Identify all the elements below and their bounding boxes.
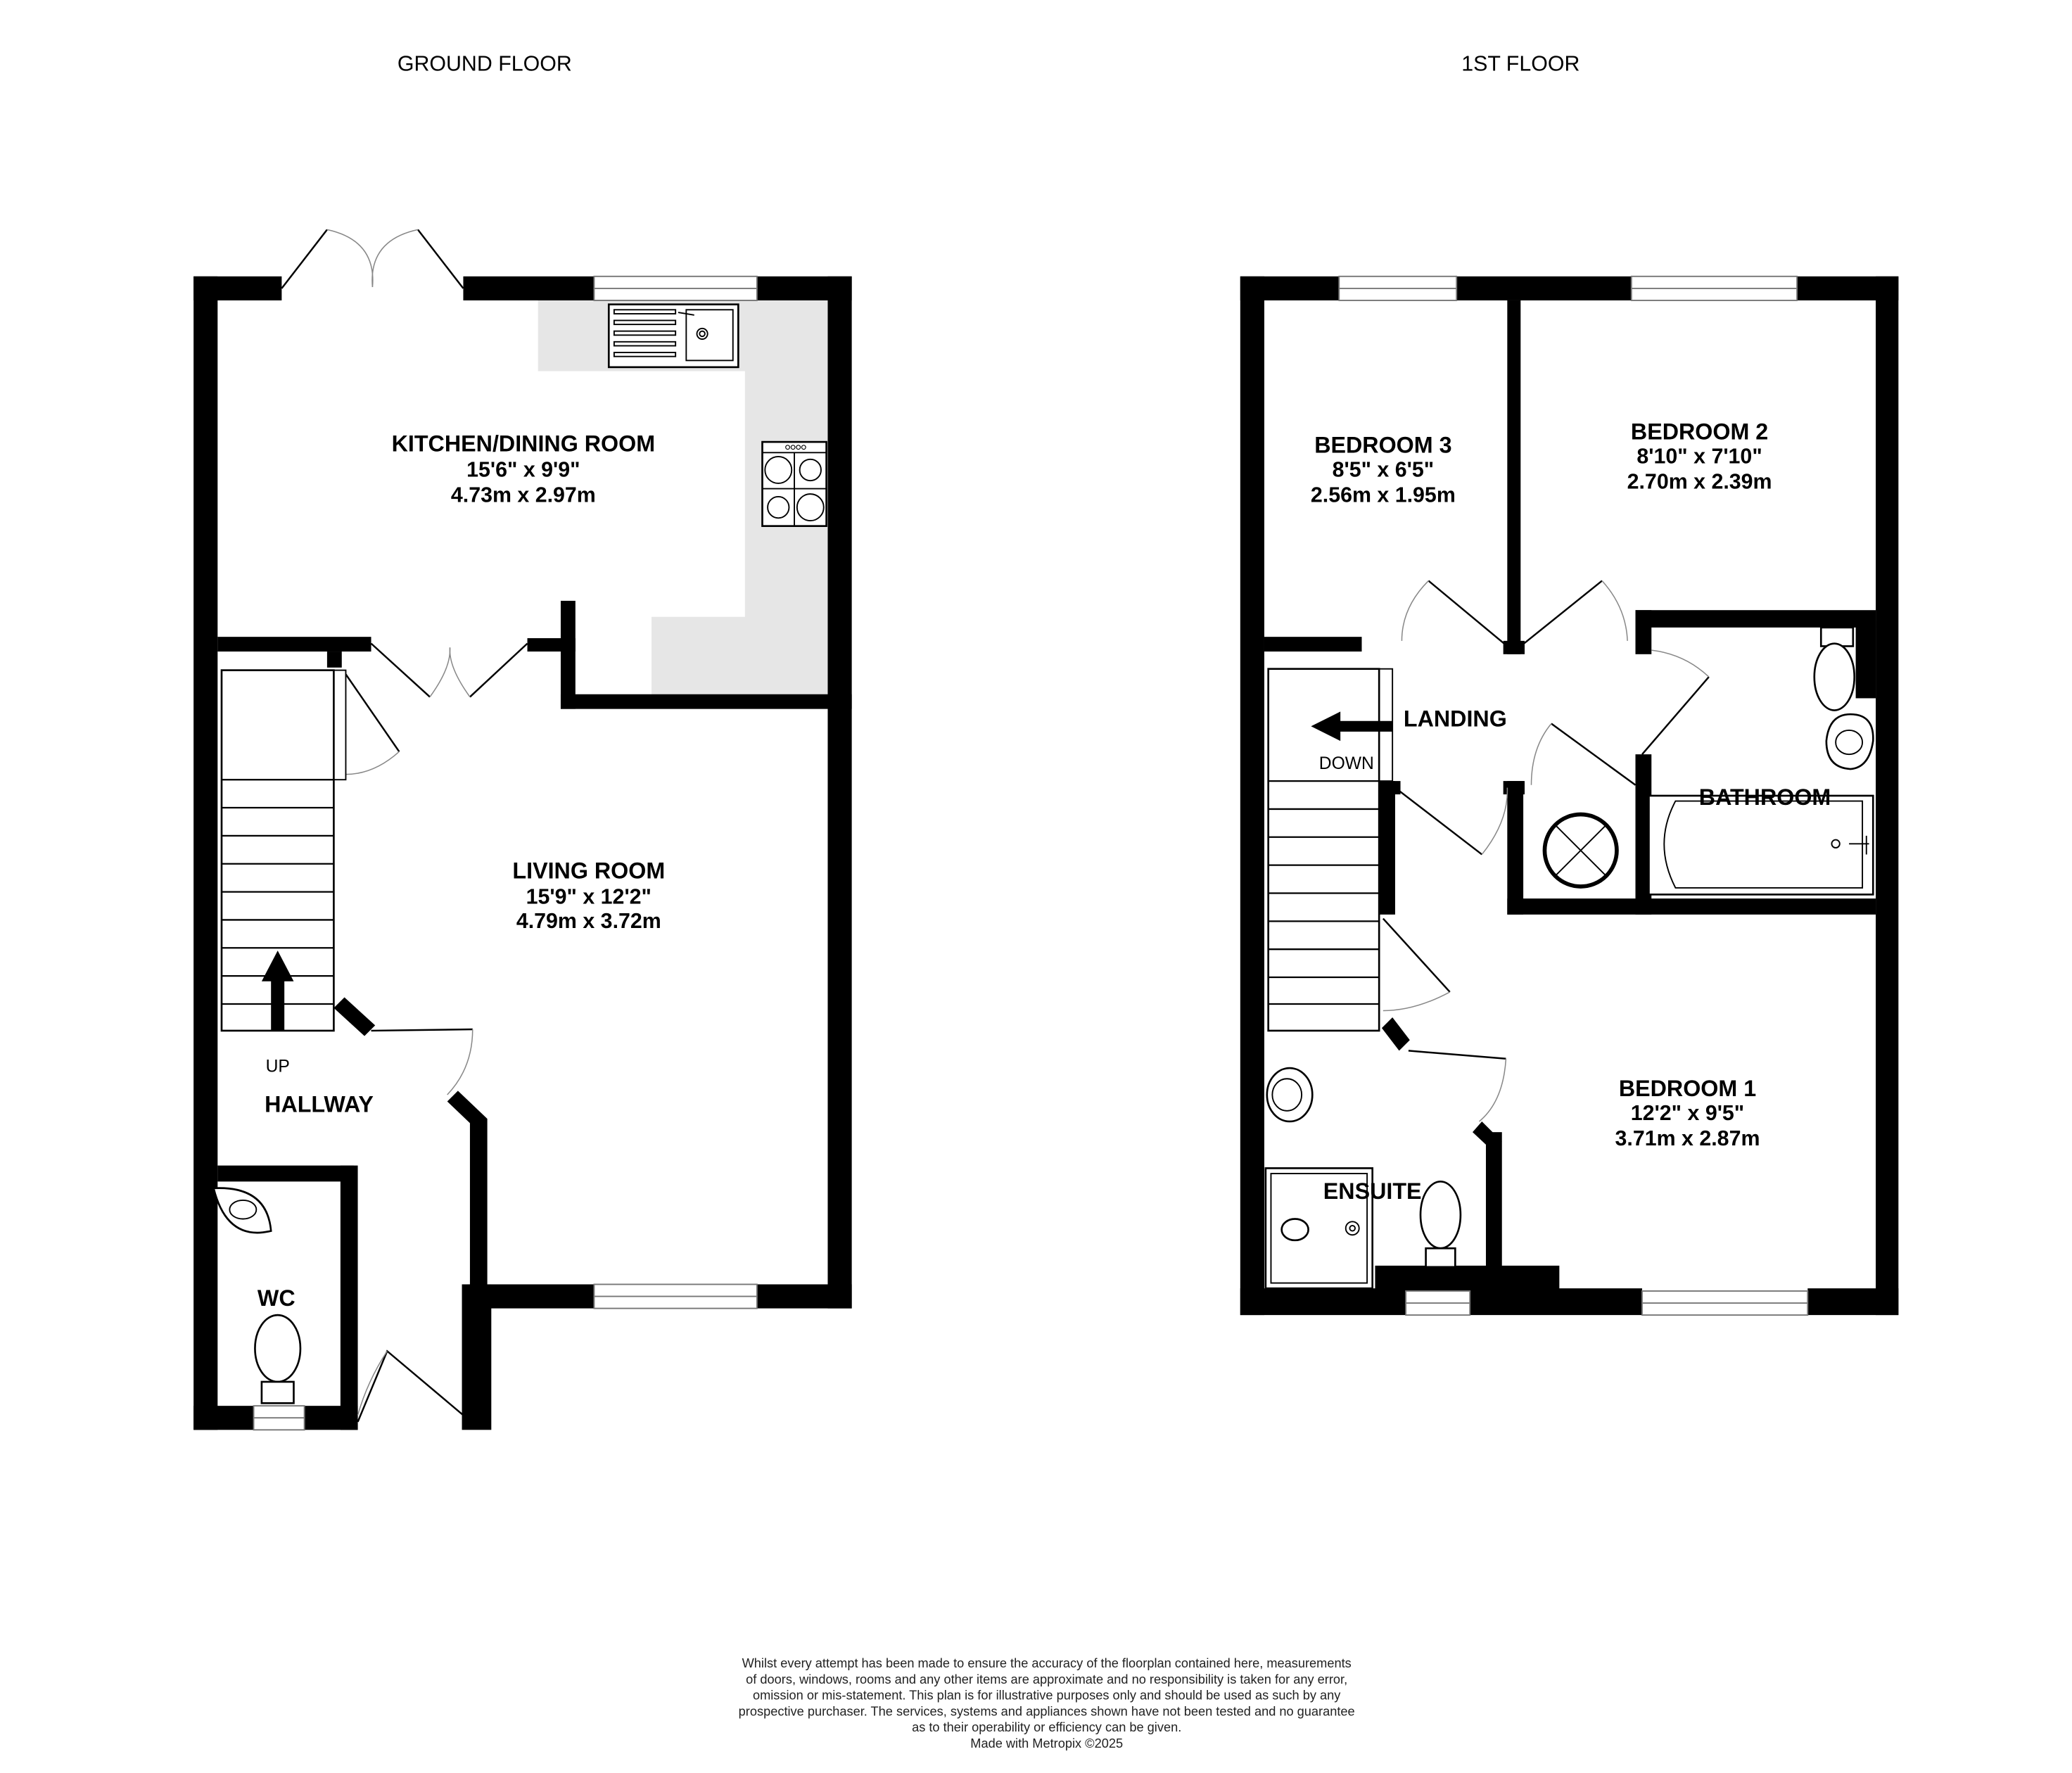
floor-title: 1ST FLOOR (1461, 53, 1580, 76)
disclaimer-line: as to their operability or efficiency ca… (912, 1720, 1181, 1734)
walls (1240, 276, 1899, 1316)
disclaimer-line: prospective purchaser. The services, sys… (739, 1704, 1355, 1718)
toilet-icon (254, 1314, 302, 1404)
room-imperial: 15'9" x 12'2" (526, 886, 652, 909)
room-imperial: 15'6" x 9'9" (466, 458, 580, 481)
first-floor: 1ST FLOOR (1240, 53, 1899, 1316)
staircase[interactable] (220, 669, 347, 1032)
room-name: HALLWAY (265, 1092, 374, 1117)
basin-icon (1266, 1067, 1314, 1123)
room-name: KITCHEN/DINING ROOM (392, 431, 655, 456)
disclaimer-line: omission or mis-statement. This plan is … (753, 1689, 1341, 1703)
doors (281, 229, 528, 1423)
stairs-label: DOWN (1319, 754, 1374, 773)
room-name: BATHROOM (1699, 784, 1831, 810)
doors (1382, 580, 1710, 1122)
windows (253, 275, 758, 1431)
wc-basin-icon (212, 1187, 272, 1234)
room-metric: 2.56m x 1.95m (1311, 484, 1456, 507)
room-imperial: 8'10" x 7'10" (1636, 445, 1762, 468)
room-name: LIVING ROOM (512, 858, 665, 884)
bath-icon (1648, 794, 1874, 896)
shower-icon (1264, 1167, 1374, 1290)
arrow-up-icon (261, 951, 294, 1031)
disclaimer-line: of doors, windows, rooms and any other i… (746, 1672, 1347, 1686)
staircase[interactable] (1267, 668, 1394, 1032)
hob-icon (761, 440, 827, 527)
room-metric: 4.79m x 3.72m (516, 910, 661, 933)
kitchen-worktop (538, 300, 828, 694)
toilet-icon (1813, 626, 1856, 711)
room-name: BEDROOM 1 (1619, 1076, 1756, 1101)
room-metric: 4.73m x 2.97m (451, 484, 596, 507)
sink-icon (607, 303, 739, 369)
room-name: WC (258, 1285, 295, 1311)
room-metric: 3.71m x 2.87m (1615, 1127, 1760, 1150)
disclaimer: Whilst every attempt has been made to en… (739, 1656, 1355, 1750)
disclaimer-line: Whilst every attempt has been made to en… (742, 1656, 1352, 1670)
ground-floor: GROUND FLOOR (193, 53, 852, 1431)
room-imperial: 12'2" x 9'5" (1631, 1102, 1744, 1125)
arrow-left-icon (1311, 711, 1393, 742)
windows (1338, 275, 1809, 1316)
room-metric: 2.70m x 2.39m (1627, 471, 1772, 494)
walls (193, 276, 852, 1430)
stairs-label: UP (266, 1057, 290, 1076)
room-name: LANDING (1404, 706, 1507, 731)
room-name: ENSUITE (1323, 1178, 1422, 1204)
room-imperial: 8'5" x 6'5" (1333, 458, 1435, 481)
hot-water-cylinder-icon (1542, 812, 1619, 889)
room-name: BEDROOM 2 (1631, 419, 1768, 444)
room-name: BEDROOM 3 (1314, 432, 1451, 457)
credit: Made with Metropix ©2025 (970, 1736, 1123, 1750)
floor-title: GROUND FLOOR (398, 53, 572, 76)
toilet-icon (1419, 1181, 1462, 1269)
basin-icon (1825, 713, 1874, 770)
